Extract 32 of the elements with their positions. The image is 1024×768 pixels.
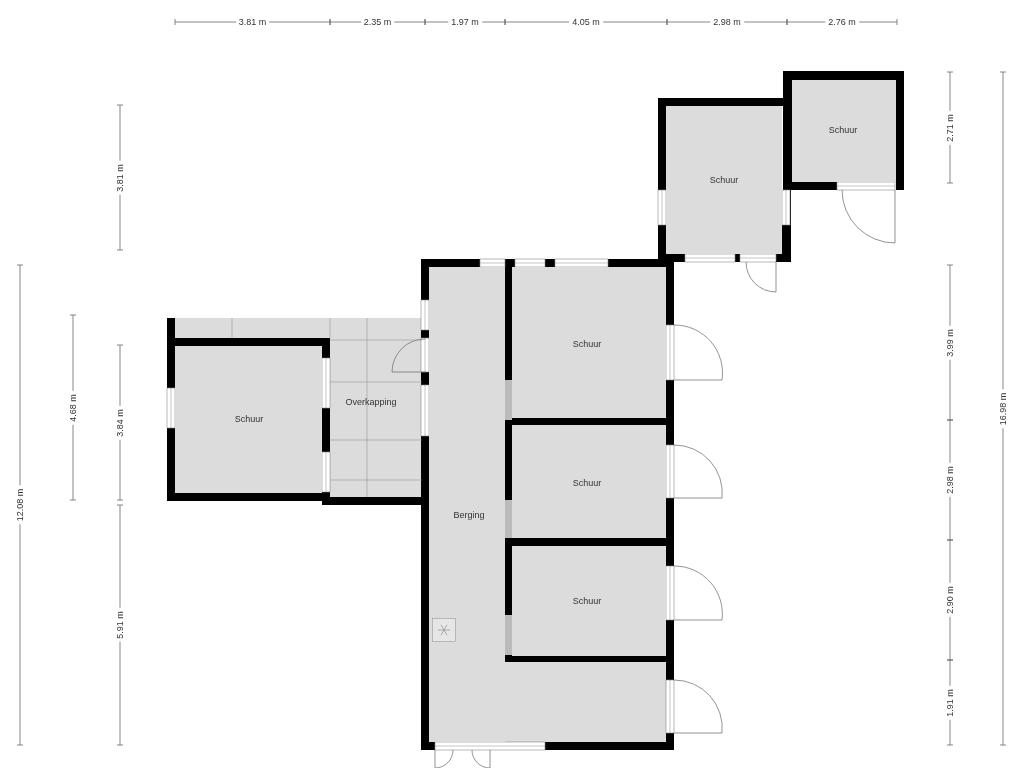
room <box>512 425 666 538</box>
room-label: Schuur <box>828 125 858 135</box>
room <box>666 106 782 254</box>
dimension-label: 4.68 m <box>68 390 78 425</box>
dimension-label: 3.81 m <box>115 160 125 195</box>
dimension-label: 3.99 m <box>945 325 955 360</box>
room <box>429 267 505 742</box>
dimension-label: 12.08 m <box>15 485 25 525</box>
room-label: Schuur <box>572 596 602 606</box>
room <box>512 267 666 418</box>
dimension-label: 1.97 m <box>448 17 482 27</box>
room-label: Schuur <box>572 478 602 488</box>
dimension-label: 16.98 m <box>998 389 1008 428</box>
dimension-label: 2.35 m <box>360 17 395 27</box>
room <box>792 80 896 182</box>
dimension-label: 2.90 m <box>945 583 955 617</box>
room-label: Overkapping <box>345 397 397 407</box>
room <box>512 546 666 656</box>
dimension-label: 5.91 m <box>115 608 125 642</box>
room <box>175 346 322 493</box>
dimension-label: 2.98 m <box>945 463 955 497</box>
dimension-label: 1.91 m <box>945 685 955 720</box>
room-label: Schuur <box>572 339 602 349</box>
dimension-label: 4.05 m <box>569 17 603 27</box>
dimension-label: 2.98 m <box>710 17 744 27</box>
room-label: Schuur <box>234 414 264 424</box>
dimension-label: 3.84 m <box>115 405 125 440</box>
dimension-label: 2.71 m <box>945 110 955 145</box>
dimension-label: 2.76 m <box>825 17 859 27</box>
dimension-label: 3.81 m <box>235 17 270 27</box>
room-label: Schuur <box>709 175 739 185</box>
room-label: Berging <box>453 510 485 520</box>
